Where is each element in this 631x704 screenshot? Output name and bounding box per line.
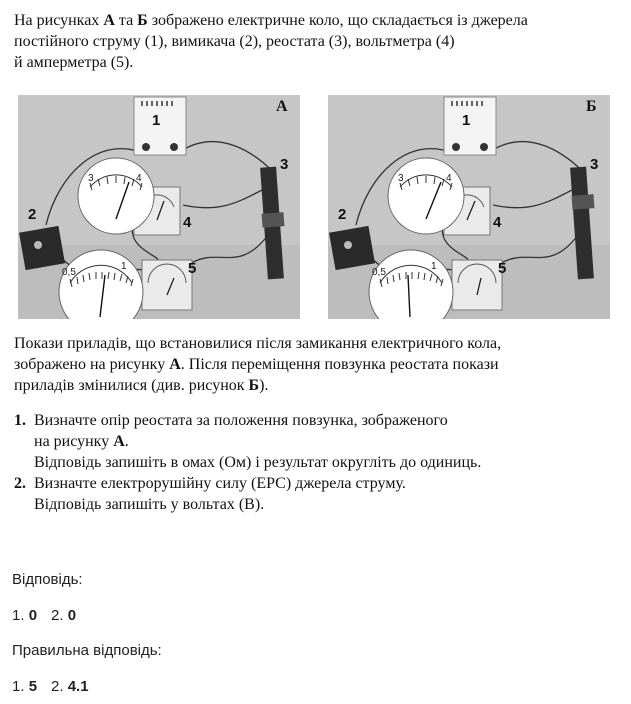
user-answer-1: 0 [28, 607, 38, 624]
task-1-line-3: Відповідь запишіть в омах (Ом) і результ… [34, 454, 482, 471]
paragraph-line-3: приладів змінилися (див. рисунок Б). [14, 377, 269, 394]
photo-a-corner-label: А [276, 98, 288, 115]
task-1-line-1: Визначте опір реостата за положення повз… [34, 412, 448, 429]
circuit-photos: 3 4 0,5 1 1 2 3 4 5 А [18, 95, 610, 319]
amp-tick-left-label: 0,5 [62, 267, 76, 278]
label-rheostat: 3 [280, 156, 288, 173]
circuit-photo-b: 3 4 0,5 1 1 2 3 4 5 Б [328, 95, 610, 319]
label-switch: 2 [338, 206, 346, 223]
circuit-illustration-a: 3 4 0,5 1 1 2 3 4 5 А [18, 95, 300, 319]
correct-answer-label: Правильна відповідь: [12, 642, 162, 659]
label-voltmeter: 4 [493, 214, 502, 231]
intro-line-1: На рисунках А та Б зображено електричне … [14, 12, 528, 29]
amp-tick-right-label: 1 [121, 261, 127, 272]
amp-tick-right-label: 1 [431, 261, 437, 272]
photo-b-corner-label: Б [586, 98, 597, 115]
label-ammeter: 5 [498, 260, 506, 277]
paragraph-line-1: Покази приладів, що встановилися після з… [14, 335, 502, 352]
task-2-line-2: Відповідь запишіть у вольтах (В). [34, 496, 265, 513]
label-ammeter: 5 [188, 260, 196, 277]
intro-line-3: й амперметра (5). [14, 54, 134, 71]
intro-line-2: постійного струму (1), вимикача (2), рео… [14, 33, 455, 50]
task-item-1: 1. Визначте опір реостата за положення п… [14, 410, 614, 473]
user-answer-label: Відповідь: [12, 571, 83, 588]
task-number: 2. [14, 475, 26, 492]
task-item-2: 2. Визначте електрорушійну силу (ЕРС) дж… [14, 473, 614, 515]
task-list: 1. Визначте опір реостата за положення п… [14, 410, 614, 515]
intro-text: На рисунках А та Б зображено електричне … [14, 10, 614, 73]
task-2-line-1: Визначте електрорушійну силу (ЕРС) джере… [34, 475, 406, 492]
label-power-supply: 1 [462, 112, 470, 129]
circuit-illustration-b: 3 4 0,5 1 1 2 3 4 5 Б [328, 95, 610, 319]
label-voltmeter: 4 [183, 214, 192, 231]
volt-tick-right-label: 4 [136, 173, 142, 184]
description-paragraph: Покази приладів, що встановилися після з… [14, 333, 614, 396]
volt-tick-right-label: 4 [446, 173, 452, 184]
paragraph-line-2: зображено на рисунку А. Після переміщенн… [14, 356, 499, 373]
user-answer-2: 0 [67, 607, 77, 624]
correct-answer-2: 4.1 [67, 678, 89, 695]
label-switch: 2 [28, 206, 36, 223]
circuit-photo-a: 3 4 0,5 1 1 2 3 4 5 А [18, 95, 300, 319]
task-number: 1. [14, 412, 26, 429]
amp-tick-left-label: 0,5 [372, 267, 386, 278]
volt-tick-left-label: 3 [398, 173, 404, 184]
label-power-supply: 1 [152, 112, 160, 129]
volt-tick-left-label: 3 [88, 173, 94, 184]
correct-answer-1: 5 [28, 678, 38, 695]
task-1-line-2: на рисунку А. [34, 433, 129, 450]
label-rheostat: 3 [590, 156, 598, 173]
